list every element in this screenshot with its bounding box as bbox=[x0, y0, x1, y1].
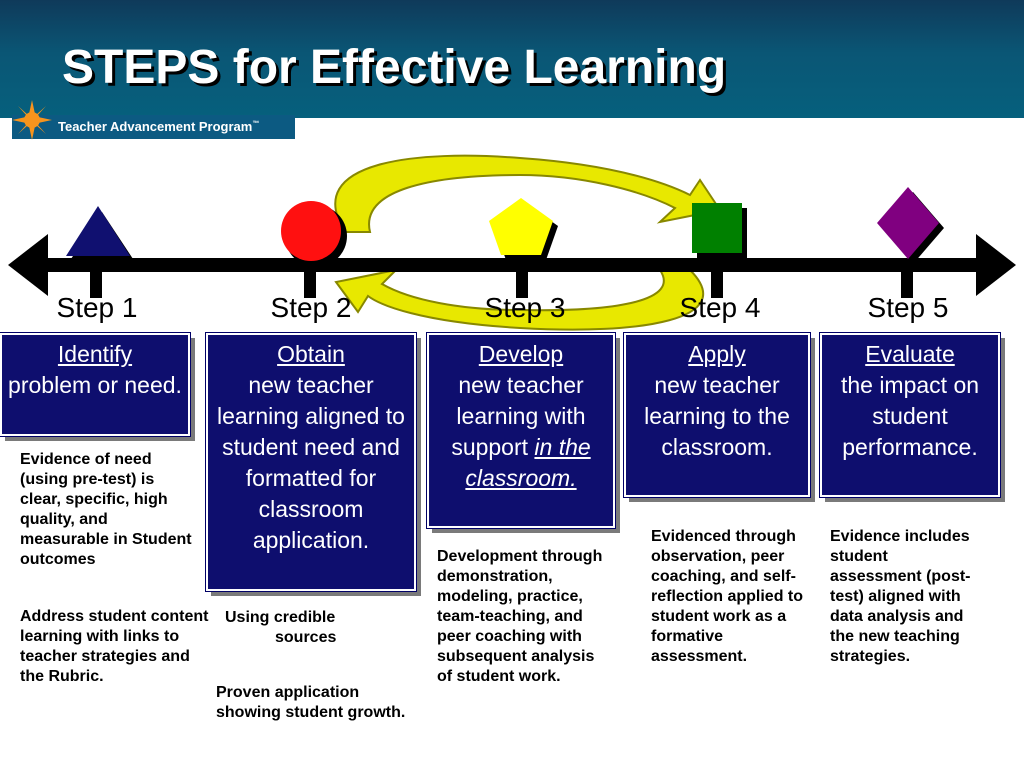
timeline-diagram bbox=[8, 154, 1016, 331]
step-2-tick bbox=[304, 270, 316, 298]
step-4-label: Step 4 bbox=[679, 292, 761, 323]
step-1-description: problem or need. bbox=[8, 372, 182, 398]
page-title: STEPS for Effective Learning bbox=[62, 41, 727, 94]
step-5-description: the impact on student performance. bbox=[840, 372, 980, 460]
step-5-box: Evaluate the impact on student performan… bbox=[819, 332, 1001, 498]
step-2-label: Step 2 bbox=[270, 292, 352, 323]
header-banner bbox=[0, 0, 1024, 118]
step-1-label: Step 1 bbox=[56, 292, 138, 323]
timeline-right-arrowhead bbox=[976, 234, 1016, 296]
pentagon-icon bbox=[489, 198, 558, 260]
step-5-label: Step 5 bbox=[867, 292, 949, 323]
step-4-tick bbox=[711, 270, 723, 298]
step-1-note-address: Address student content learning with li… bbox=[20, 608, 209, 685]
step-4-heading: Apply bbox=[688, 341, 746, 367]
step-5-heading: Evaluate bbox=[865, 341, 955, 367]
logo-bar bbox=[12, 115, 295, 139]
step-1-tick bbox=[90, 270, 102, 298]
step-2-note-proven: Proven application showing student growt… bbox=[216, 684, 406, 721]
step-3-emphasis: in the classroom. bbox=[465, 434, 591, 491]
diamond-icon bbox=[877, 187, 944, 264]
step-2-description: new teacher learning aligned to student … bbox=[217, 372, 405, 553]
timeline-left-arrowhead bbox=[8, 234, 48, 296]
circle-icon bbox=[281, 201, 347, 267]
step-5-note-evidence: Evidence includes student assessment (po… bbox=[830, 528, 971, 665]
step-1-box: Identify problem or need. bbox=[0, 332, 191, 437]
sunburst-logo-icon bbox=[12, 100, 52, 140]
step-2-note-credible: Using credible sources bbox=[225, 609, 337, 646]
step-3-label: Step 3 bbox=[484, 292, 566, 323]
square-icon bbox=[692, 203, 747, 258]
step-2-heading: Obtain bbox=[277, 341, 345, 367]
step-4-box: Apply new teacher learning to the classr… bbox=[623, 332, 811, 498]
step-3-note-development: Development through demonstration, model… bbox=[437, 548, 603, 685]
step-4-description: new teacher learning to the classroom. bbox=[644, 372, 790, 460]
step-1-heading: Identify bbox=[57, 341, 133, 367]
step-4-note-evidenced: Evidenced through observation, peer coac… bbox=[651, 528, 804, 665]
step-1-note-evidence: Evidence of need (using pre-test) is cle… bbox=[20, 451, 192, 568]
triangle-icon bbox=[66, 206, 135, 262]
cycle-arrows bbox=[334, 154, 722, 331]
step-5-tick bbox=[901, 270, 913, 298]
step-3-description: new teacher learning with support bbox=[451, 372, 586, 460]
step-3-heading: Develop bbox=[478, 341, 564, 367]
timeline-bar bbox=[40, 258, 984, 272]
step-3-tick bbox=[516, 270, 528, 298]
step-2-box: Obtain new teacher learning aligned to s… bbox=[205, 332, 417, 592]
step-3-box: Develop new teacher learning with suppor… bbox=[426, 332, 616, 529]
logo-text: Teacher Advancement Program™ bbox=[58, 119, 260, 134]
